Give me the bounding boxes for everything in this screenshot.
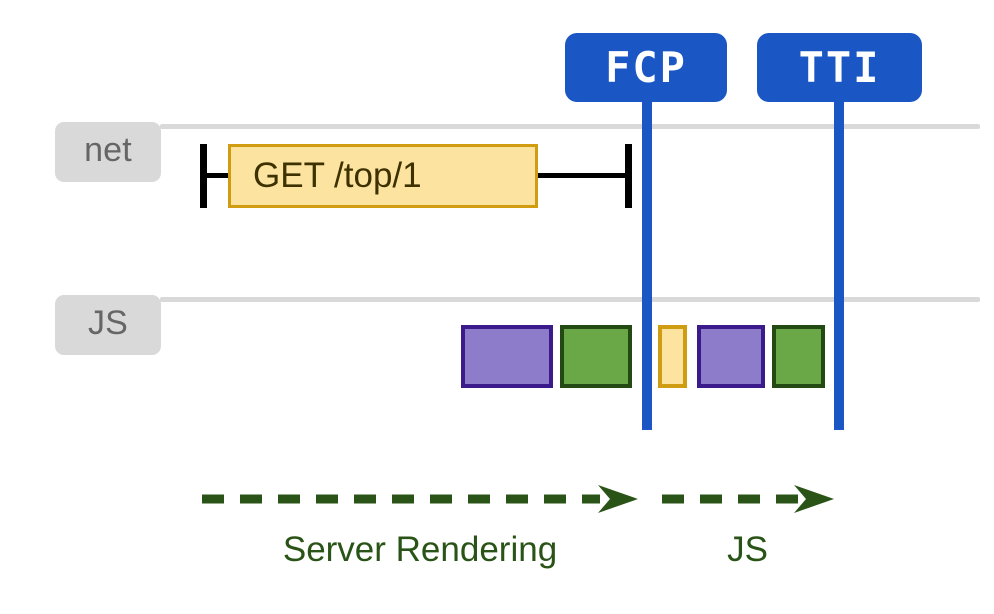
network-request-bar[interactable]: GET /top/1 <box>228 144 538 208</box>
js-task-block-4[interactable] <box>697 325 765 388</box>
milestone-line-tti <box>834 96 844 430</box>
network-request-label: GET /top/1 <box>253 156 422 195</box>
lane-chip-net: net <box>55 122 161 182</box>
milestone-line-fcp <box>642 96 652 430</box>
milestone-badge-tti-label: TTI <box>798 43 881 92</box>
milestone-badge-tti[interactable]: TTI <box>757 33 922 102</box>
phase-arrow-js <box>662 485 834 513</box>
lane-rail-net <box>160 124 980 129</box>
phase-label-js: JS <box>660 530 835 570</box>
milestone-badge-fcp-label: FCP <box>605 43 687 92</box>
lane-label-js: JS <box>87 304 129 342</box>
phase-arrow-server-rendering <box>202 485 638 513</box>
lane-chip-js: JS <box>55 295 161 355</box>
phase-label-server-rendering-text: Server Rendering <box>282 530 558 569</box>
js-task-block-5[interactable] <box>772 325 825 388</box>
request-start-cap <box>200 144 207 208</box>
phase-label-js-text: JS <box>727 530 768 569</box>
lane-label-net: net <box>84 131 132 169</box>
js-task-block-1[interactable] <box>461 325 553 388</box>
lane-rail-js <box>160 297 980 302</box>
milestone-badge-fcp[interactable]: FCP <box>565 33 727 102</box>
js-task-block-3[interactable] <box>658 325 687 388</box>
phase-label-server-rendering: Server Rendering <box>200 530 640 570</box>
request-end-cap <box>625 144 632 208</box>
js-task-block-2[interactable] <box>560 325 632 388</box>
